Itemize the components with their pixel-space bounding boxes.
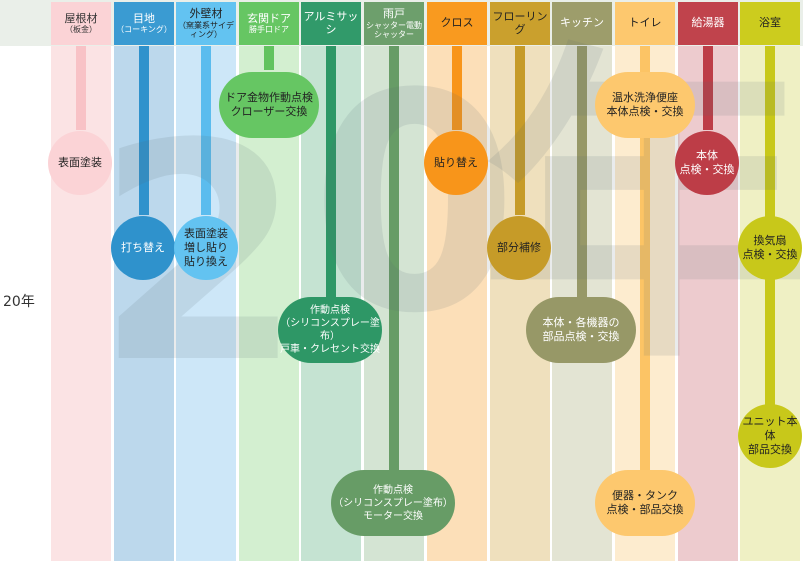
column-subtitle: （窯業系サイディング） — [178, 20, 234, 39]
column-header-4: アルミサッシ — [301, 2, 361, 45]
timeline-line-0 — [76, 46, 86, 130]
maintenance-bubble: 表面塗装 — [48, 131, 112, 195]
column-subtitle: シャッター電動シャッター — [366, 20, 422, 39]
maintenance-bubble: 便器・タンク 点検・部品交換 — [595, 470, 695, 536]
column-header-8: キッチン — [552, 2, 612, 45]
year-label: 20年 — [3, 294, 35, 310]
timeline-line-2 — [201, 46, 211, 215]
year-axis — [0, 46, 45, 561]
timeline-line-5 — [389, 46, 399, 470]
maintenance-bubble-text: 換気扇 点検・交換 — [742, 233, 798, 261]
column-header-9: トイレ — [615, 2, 675, 45]
maintenance-bubble: 打ち替え — [111, 216, 175, 280]
timeline-line-6 — [452, 46, 462, 130]
maintenance-bubble: 本体・各機器の 部品点検・交換 — [526, 297, 636, 363]
maintenance-bubble: ドア金物作動点検 クローザー交換 — [219, 72, 319, 138]
maintenance-bubble: 表面塗装 増し貼り 貼り換え — [174, 216, 238, 280]
maintenance-bubble: ユニット本体 部品交換 — [738, 404, 802, 468]
timeline-line-4 — [326, 46, 336, 298]
column-subtitle: 勝手口ドア — [249, 25, 289, 35]
column-header-5: 雨戸シャッター電動シャッター — [364, 2, 424, 45]
timeline-line-3 — [264, 46, 274, 70]
timeline-line-10 — [703, 46, 713, 130]
column-title: キッチン — [560, 16, 604, 30]
column-title: 給湯器 — [691, 16, 725, 30]
column-header-11: 浴室 — [740, 2, 800, 45]
timeline-line-7 — [515, 46, 525, 215]
maintenance-bubble: 温水洗浄便座 本体点検・交換 — [595, 72, 695, 138]
column-header-6: クロス — [427, 2, 487, 45]
maintenance-bubble: 部分補修 — [487, 216, 551, 280]
maintenance-bubble-text: 便器・タンク 点検・部品交換 — [606, 488, 684, 516]
maintenance-bubble-text: ドア金物作動点検 クローザー交換 — [225, 90, 313, 118]
maintenance-bubble: 作動点検 （シリコンスプレー塗布） モーター交換 — [331, 470, 455, 536]
timeline-line-8 — [577, 46, 587, 298]
column-title: 目地 — [133, 11, 155, 25]
maintenance-bubble: 貼り替え — [424, 131, 488, 195]
maintenance-bubble-text: 本体 点検・交換 — [679, 148, 735, 176]
column-header-3: 玄関ドア勝手口ドア — [239, 2, 299, 45]
maintenance-bubble-text: 表面塗装 増し貼り 貼り換え — [184, 226, 228, 269]
maintenance-bubble-text: 作動点検 （シリコンスプレー塗布） モーター交換 — [333, 484, 453, 522]
column-subtitle: （コーキング） — [116, 25, 172, 35]
maintenance-bubble-text: 打ち替え — [121, 240, 165, 254]
column-header-10: 給湯器 — [678, 2, 738, 45]
maintenance-bubble-text: 表面塗装 — [58, 155, 102, 169]
column-header-2: 外壁材（窯業系サイディング） — [176, 2, 236, 45]
column-title: 玄関ドア — [247, 11, 291, 25]
column-title: トイレ — [628, 16, 662, 30]
maintenance-bubble-text: 作動点検 （シリコンスプレー塗布） 戸車・クレセント交換 — [280, 305, 380, 355]
column-title: クロス — [440, 16, 474, 30]
maintenance-bubble-text: ユニット本体 部品交換 — [742, 414, 798, 457]
maintenance-bubble-text: 本体・各機器の 部品点検・交換 — [542, 315, 620, 343]
maintenance-bubble-text: 貼り替え — [434, 155, 478, 169]
column-header-0: 屋根材（板金） — [51, 2, 111, 45]
column-title: フローリング — [492, 9, 548, 36]
maintenance-bubble-text: 温水洗浄便座 本体点検・交換 — [606, 90, 684, 118]
maintenance-bubble: 換気扇 点検・交換 — [738, 216, 802, 280]
timeline-line-1 — [139, 46, 149, 215]
column-subtitle: （板金） — [65, 25, 97, 35]
timeline-line-9 — [640, 46, 650, 485]
column-header-1: 目地（コーキング） — [114, 2, 174, 45]
column-title: アルミサッシ — [303, 9, 359, 36]
maintenance-bubble: 作動点検 （シリコンスプレー塗布） 戸車・クレセント交換 — [278, 297, 382, 363]
column-title: 外壁材 — [189, 6, 223, 20]
column-title: 雨戸 — [383, 6, 405, 20]
maintenance-bubble: 本体 点検・交換 — [675, 131, 739, 195]
column-title: 浴室 — [759, 16, 781, 30]
maintenance-bubble-text: 部分補修 — [497, 240, 541, 254]
column-title: 屋根材 — [64, 11, 98, 25]
column-header-7: フローリング — [490, 2, 550, 45]
